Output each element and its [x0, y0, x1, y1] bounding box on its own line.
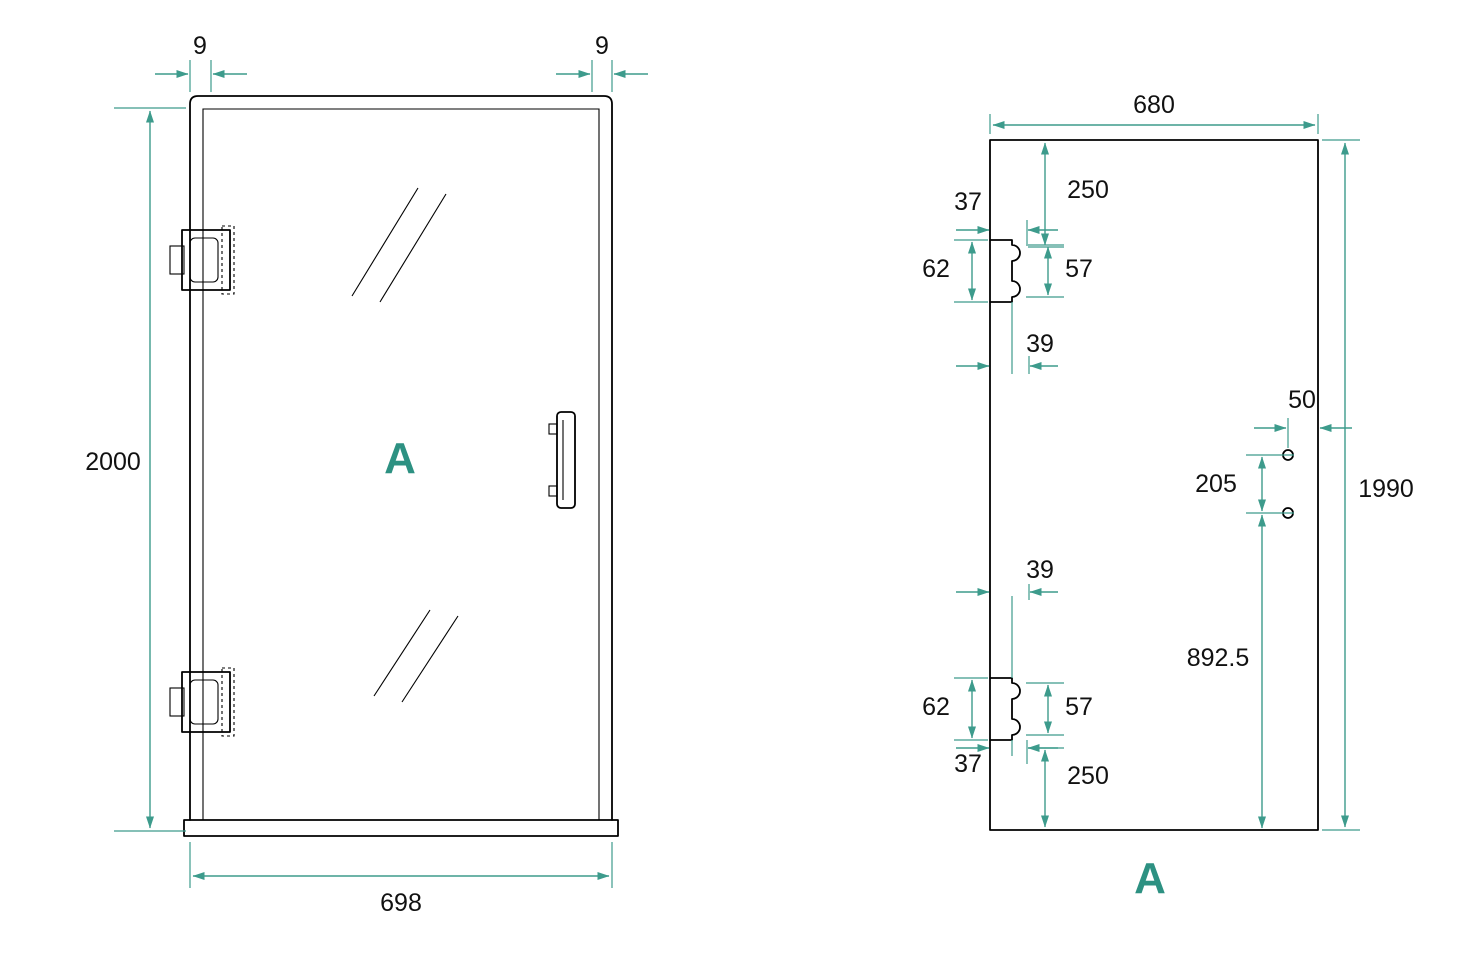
dim-overall-width: 698 [189, 842, 613, 917]
dim-overall-width-label: 698 [380, 889, 422, 917]
dim-bottom-edge-to-hinge: 250 [1028, 747, 1109, 828]
hinge-cutout-top [989, 239, 1021, 303]
dim-top-edge-to-hinge-label: 250 [1067, 176, 1109, 204]
dim-hinge-bottom-height: 62 [922, 677, 988, 741]
dim-handle-to-edge: 50 [1254, 386, 1352, 448]
dim-hinge-top-hole-spacing-label: 57 [1065, 255, 1093, 283]
dim-hinge-bottom-hole-spacing-label: 57 [1065, 693, 1093, 721]
dim-hinge-bottom-height-label: 62 [922, 693, 950, 721]
door-frame-outer [189, 95, 613, 821]
hinge-cutout-bottom [989, 677, 1021, 741]
dim-hinge-top-depth-label: 37 [954, 188, 982, 216]
handle-bar [556, 411, 576, 509]
hinge-top-gasket [221, 225, 235, 295]
dim-bottom-edge-to-hinge-label: 250 [1067, 762, 1109, 790]
dim-hinge-bottom-hole-spacing: 57 [1026, 682, 1093, 736]
door-bottom-sill [183, 819, 619, 837]
glass-panel-view: 680 1990 250 37 62 [922, 91, 1414, 903]
dim-glass-width: 680 [989, 91, 1319, 134]
door-handle [548, 411, 576, 509]
dim-handle-to-bottom-label: 892.5 [1187, 644, 1250, 672]
dim-glass-width-label: 680 [1133, 91, 1175, 119]
dim-top-left-frame-label: 9 [193, 32, 207, 60]
hinge-top-plate [189, 237, 219, 283]
dim-handle-hole-spacing-label: 205 [1195, 470, 1237, 498]
hinge-bottom [169, 667, 235, 737]
dim-hinge-bottom-depth: 37 [954, 740, 1058, 778]
dim-top-edge-to-hinge: 250 [1028, 142, 1109, 248]
hinge-top [169, 225, 235, 295]
hinge-bottom-knuckle [169, 687, 185, 717]
dim-top-right-frame: 9 [556, 32, 648, 92]
dim-top-left-frame: 9 [155, 32, 247, 92]
dim-overall-height-label: 2000 [85, 448, 141, 476]
glass-view-label: A [1134, 854, 1166, 903]
dim-hinge-top-depth: 37 [954, 188, 1058, 244]
assembly-view: A 9 9 2000 698 [85, 32, 648, 917]
dim-hinge-top-width: 39 [956, 302, 1058, 374]
dim-handle-to-bottom: 892.5 [1187, 514, 1266, 829]
reflection-line [351, 187, 419, 297]
dim-handle-to-edge-label: 50 [1288, 386, 1316, 414]
dim-top-right-frame-label: 9 [595, 32, 609, 60]
hinge-bottom-gasket [221, 667, 235, 737]
reflection-line [401, 615, 459, 703]
assembly-view-label: A [384, 434, 416, 483]
dim-hinge-top-height-label: 62 [922, 255, 950, 283]
hinge-top-body [181, 229, 231, 291]
dim-hinge-top-hole-spacing: 57 [1026, 244, 1093, 298]
glass-reflection-lines [351, 187, 459, 703]
glass-panel [989, 139, 1319, 831]
dim-hinge-bottom-width: 39 [956, 556, 1058, 678]
dim-handle-hole-spacing: 205 [1195, 454, 1294, 514]
hinge-bottom-body [181, 671, 231, 733]
handle-mount-bottom [548, 485, 558, 497]
dim-glass-height: 1990 [1322, 139, 1414, 831]
reflection-line [373, 609, 431, 697]
door-frame-inner [202, 108, 600, 820]
hinge-bottom-plate [189, 679, 219, 725]
hinge-top-knuckle [169, 245, 185, 275]
dim-hinge-top-height: 62 [922, 239, 988, 303]
handle-mount-top [548, 423, 558, 435]
dim-hinge-bottom-depth-label: 37 [954, 750, 982, 778]
dim-glass-height-label: 1990 [1358, 475, 1414, 503]
dim-hinge-top-width-label: 39 [1026, 330, 1054, 358]
reflection-line [379, 193, 447, 303]
dim-hinge-bottom-width-label: 39 [1026, 556, 1054, 584]
dim-overall-height: 2000 [85, 107, 186, 832]
